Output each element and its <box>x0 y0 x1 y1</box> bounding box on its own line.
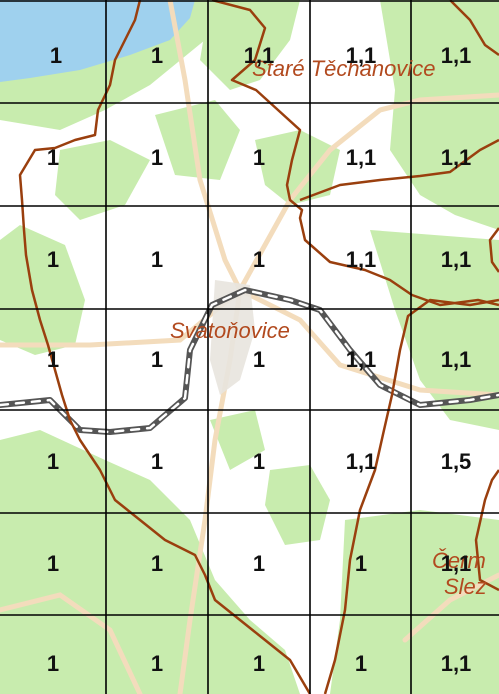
boundary-se <box>474 469 499 592</box>
water-body <box>0 0 195 82</box>
road-6 <box>402 572 499 643</box>
road-4 <box>237 92 499 293</box>
boundary-northeast <box>299 138 499 202</box>
boundary-municipality <box>18 0 499 694</box>
forest-area-north-center <box>200 0 300 90</box>
place-label-cermna-line2: Slez <box>444 574 487 599</box>
forest-area-ne <box>380 0 499 230</box>
forest-area-sw <box>0 430 300 694</box>
place-label-stare-techanovice: Staré Těchanovice <box>252 56 436 81</box>
forest-area-center-3 <box>210 410 265 470</box>
boundary-east-edge <box>488 227 499 273</box>
forest-area-center-2 <box>255 130 340 205</box>
railway <box>0 287 499 435</box>
forest-area-south-center <box>265 465 330 545</box>
road-3 <box>237 287 499 398</box>
boundaries <box>18 0 499 694</box>
forest-area-west-1 <box>55 140 150 220</box>
road-5 <box>0 592 143 694</box>
forest-area-center-1 <box>155 100 240 180</box>
forest-area-east <box>370 230 499 430</box>
boundary-north <box>449 0 499 57</box>
place-label-svatonovice: Svatoňovice <box>170 318 290 343</box>
place-label-cermna-line1: Čerm <box>432 548 486 573</box>
forest-area-se <box>330 510 499 694</box>
forest-area-west-2 <box>0 225 85 355</box>
